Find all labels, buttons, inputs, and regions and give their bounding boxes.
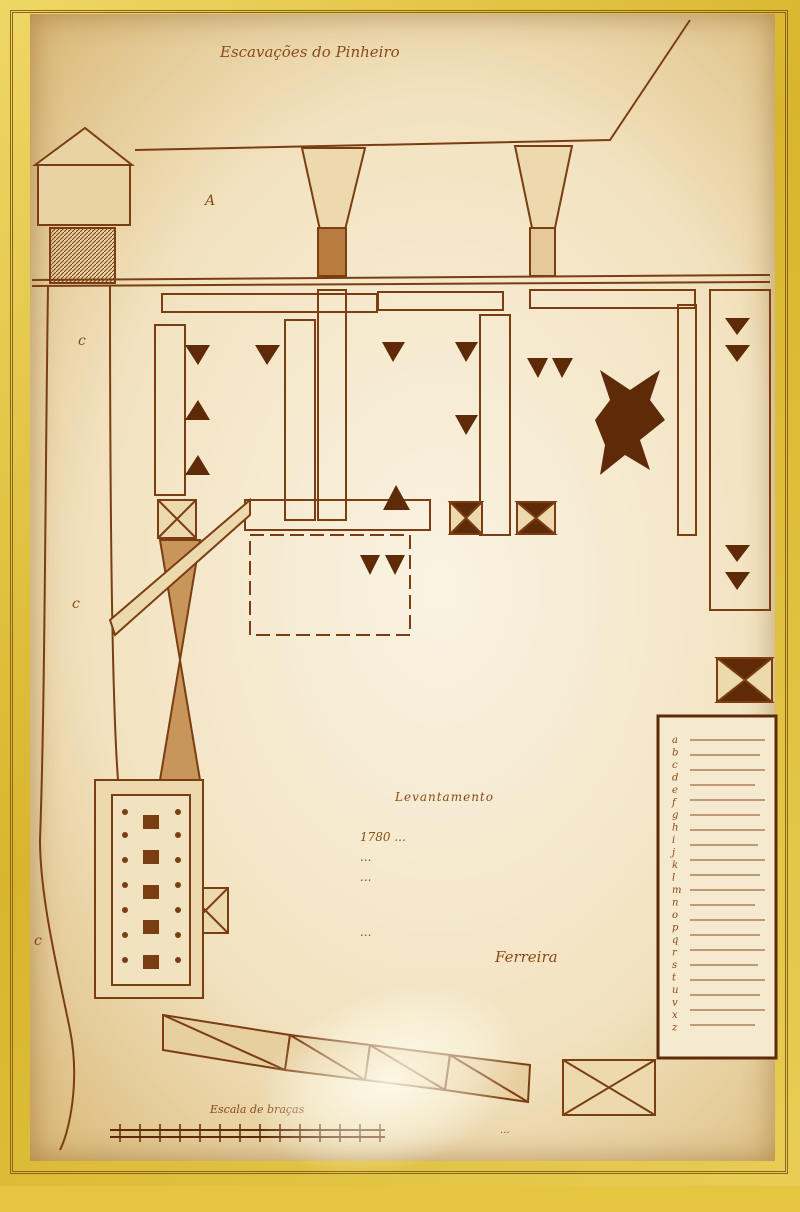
legend-letter: l — [672, 873, 675, 884]
legend-letter: r — [672, 948, 678, 959]
map-title: Escavações do Pinheiro — [220, 43, 400, 61]
legend-letter: v — [672, 998, 678, 1009]
legend-letter: k — [672, 860, 678, 871]
track-network — [154, 289, 771, 636]
label-c1: c — [78, 333, 86, 349]
legend-letter: c — [672, 760, 678, 771]
legend-letter: f — [671, 798, 678, 809]
signature: Ferreira — [495, 948, 558, 966]
furnaces — [185, 318, 750, 590]
legend-lines — [690, 739, 765, 1026]
legend-letter: e — [672, 785, 678, 796]
legend-letter: s — [672, 960, 677, 971]
legend-letter: z — [671, 1023, 678, 1034]
legend-letter: t — [672, 973, 677, 984]
note-line-4: ... — [360, 870, 372, 884]
note-line-3: ... — [360, 850, 372, 864]
label-a: A — [203, 193, 215, 209]
legend-box — [656, 714, 778, 1060]
legend-letter: a — [672, 735, 678, 746]
legend-letter: m — [672, 885, 681, 896]
legend-letter: j — [670, 848, 675, 859]
legend-letter: q — [672, 935, 678, 946]
legend-letter: d — [672, 773, 678, 784]
legend-letter: o — [672, 910, 678, 921]
legend-letter: n — [672, 898, 678, 909]
shafts — [300, 145, 574, 277]
legend-letter: g — [672, 810, 678, 821]
legend-letter: x — [672, 1010, 678, 1021]
label-c2: c — [72, 596, 80, 612]
label-c3: c — [34, 933, 42, 949]
crossing-ramps — [108, 497, 251, 781]
hourglass-boxes — [157, 499, 775, 1116]
note-line-5: ... — [360, 925, 372, 939]
legend-letter: u — [672, 985, 678, 996]
note-line-1: Levantamento — [395, 790, 494, 804]
note-line-2: 1780 ... — [360, 830, 406, 844]
legend-letter: i — [672, 835, 675, 846]
legend-letter: p — [672, 923, 679, 934]
legend-letter: h — [672, 823, 678, 834]
legend-letter: b — [672, 748, 678, 759]
house-building — [31, 126, 135, 284]
